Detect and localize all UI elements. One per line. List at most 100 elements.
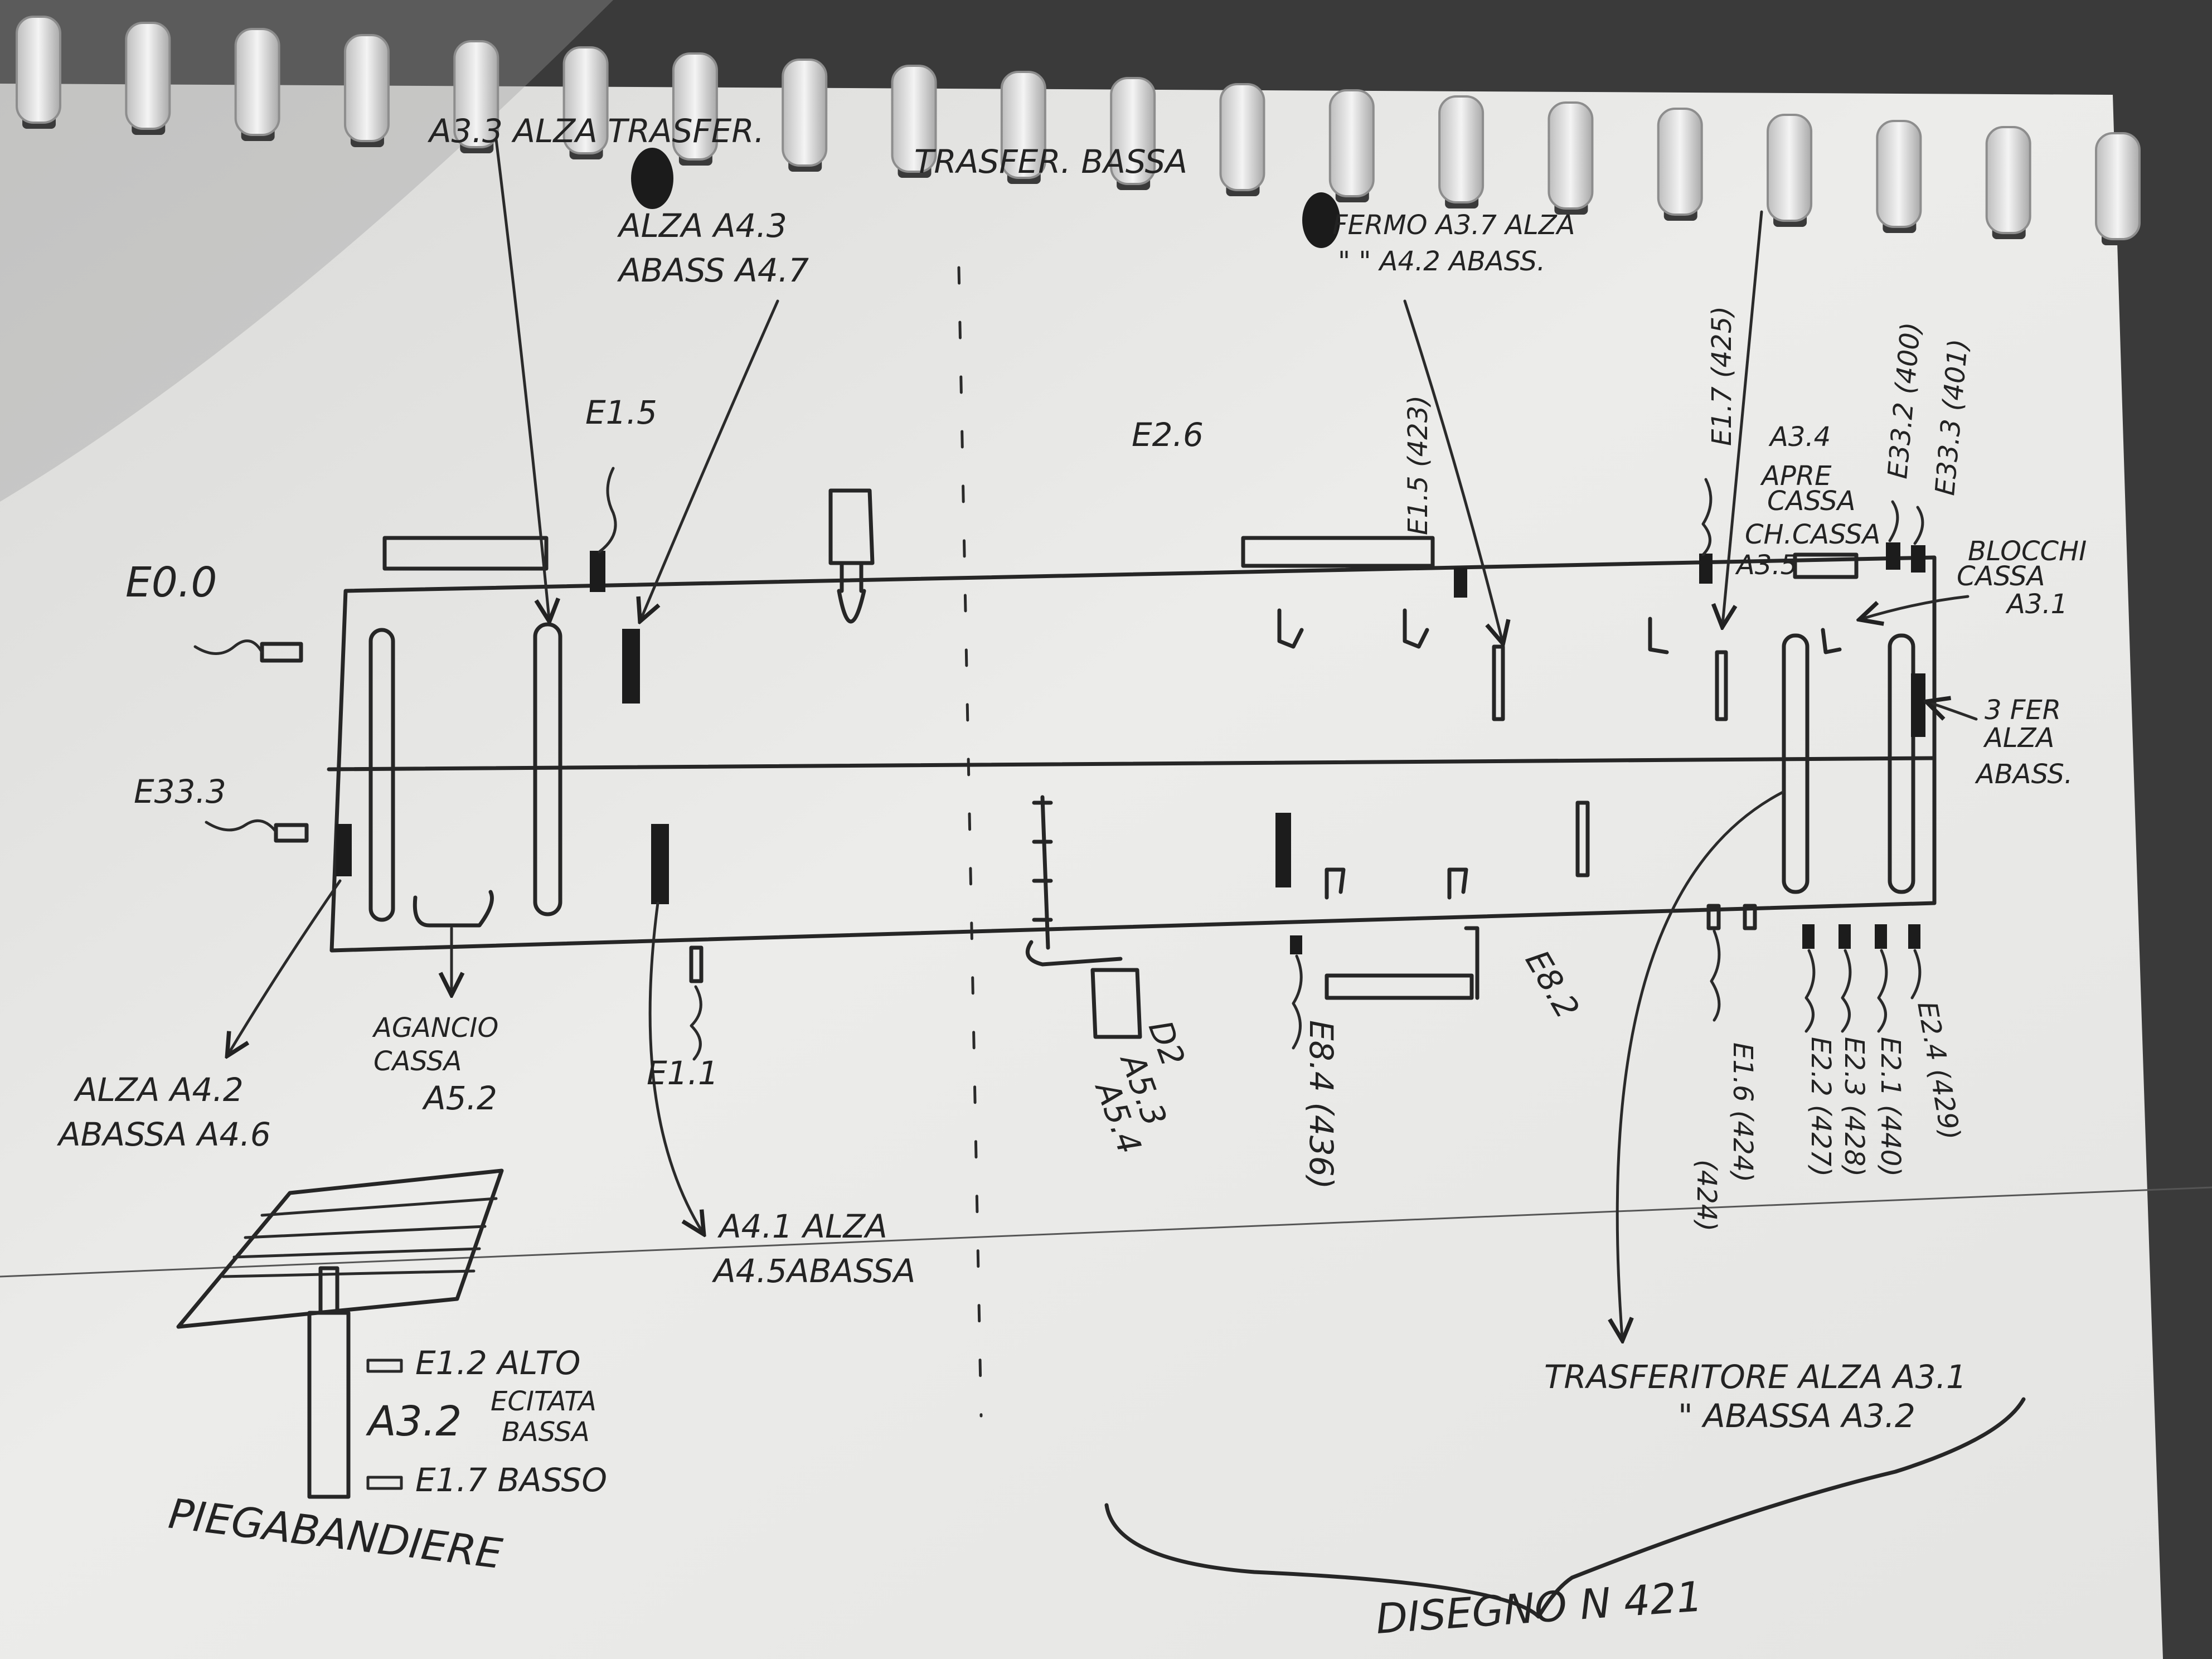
spiral-binding: [16, 16, 2141, 245]
label-a41-alza: A4.1 ALZA: [717, 1207, 887, 1245]
label-bassa: BASSA: [502, 1417, 590, 1448]
e333-sensor: [1911, 545, 1925, 573]
label-e26: E2.6: [1132, 416, 1204, 454]
label-blocchi: BLOCCHI: [1968, 536, 2087, 567]
e16-sensor: [1706, 904, 1721, 930]
e23-sensor: [1839, 924, 1851, 949]
binding-ring: [125, 22, 171, 130]
wire: [1913, 506, 1924, 545]
binding-ring: [782, 59, 828, 167]
wire: [205, 819, 278, 833]
d2-chain: [1032, 795, 1053, 950]
wire: [193, 639, 264, 655]
binding-ring: [2095, 132, 2141, 240]
binding-ring: [1219, 83, 1265, 191]
e84-sensor: [1290, 935, 1302, 954]
label-e17-425: E1.7 (425): [1706, 306, 1738, 446]
label-top-a33: A3.3 ALZA TRASFER.: [427, 112, 764, 150]
binding-ring: [1548, 101, 1594, 210]
binding-ring: [672, 52, 718, 161]
arrow-e17: [1723, 210, 1763, 624]
sensor-bar: [1275, 813, 1291, 887]
binding-ring: [1876, 120, 1922, 228]
hook: [1325, 867, 1346, 900]
ink-dot: [1302, 192, 1340, 248]
flag-line: [260, 1197, 498, 1217]
label-a32: A3.2: [366, 1398, 462, 1445]
label-abassa-a46: ABASSA A4.6: [56, 1115, 271, 1153]
arrow-trasferitore: [1617, 790, 1786, 1338]
label-fermo-a42: " " A4.2 ABASS.: [1338, 246, 1545, 277]
bottom-cylinder: [1325, 973, 1474, 1000]
binding-ring: [1438, 95, 1485, 203]
binding-ring: [234, 28, 280, 136]
flag-cylinder: [307, 1311, 351, 1499]
binding-ring: [1657, 108, 1703, 216]
sensor-bar: [651, 824, 669, 904]
e17-sensor: [1699, 554, 1713, 584]
binding-ring: [16, 16, 61, 124]
paper-page: [0, 84, 2163, 1659]
label-e23: E2.3 (428): [1839, 1037, 1870, 1177]
label-agancio: AGANCIO: [372, 1012, 498, 1044]
label-e00: E0.0: [125, 559, 217, 607]
curly-brace: [1104, 1397, 2026, 1619]
label-trasferitore-abassa: " ABASSA A3.2: [1678, 1397, 1915, 1435]
d2-box: [1090, 968, 1142, 1039]
label-alza-a43: ALZA A4.3: [617, 207, 787, 245]
wire: [690, 985, 702, 1061]
wire: [598, 467, 617, 554]
label-e17-basso: E1.7 BASSO: [415, 1461, 607, 1499]
binding-ring: [1767, 114, 1813, 222]
label-a52: A5.2: [421, 1079, 497, 1117]
d2-link: [1025, 940, 1123, 967]
e17-basso-sensor: [366, 1476, 403, 1490]
e24-sensor: [1908, 924, 1920, 949]
label-alza-a42: ALZA A4.2: [73, 1071, 244, 1109]
rail-right-2: [1888, 633, 1915, 894]
conveyor-centerline: [327, 756, 1937, 772]
rail-right-1: [1782, 633, 1810, 894]
label-agancio-cassa: CASSA: [373, 1046, 462, 1077]
label-fer3: 3 FER: [1985, 695, 2061, 726]
sensor-bar: [1911, 673, 1925, 737]
label-ecitata: ECITATA: [491, 1386, 596, 1417]
wire: [1910, 949, 1922, 1000]
label-fermo-a37: FERMO A3.7 ALZA: [1332, 210, 1575, 241]
binding-ring: [1328, 89, 1375, 197]
wire: [1701, 478, 1713, 556]
annotations: A3.3 ALZA TRASFER. TRASFER. BASSA ALZA A…: [56, 112, 2087, 1643]
wire: [1804, 949, 1816, 1033]
binding-ring: [562, 46, 609, 154]
label-fer-abass: ABASS.: [1975, 759, 2073, 790]
flag-plate: [176, 1168, 504, 1329]
e21-sensor: [1875, 924, 1887, 949]
arrow-alza-a42: [229, 879, 342, 1054]
wire: [1877, 949, 1888, 1033]
label-e333-left: E33.3: [134, 773, 226, 811]
e332-sensor: [1886, 542, 1900, 570]
label-e22: E2.2 (427): [1805, 1037, 1836, 1177]
binding-ring: [1000, 71, 1046, 179]
e16b-sensor: [1743, 904, 1757, 930]
piegabandiere-sketch: [176, 1168, 504, 1499]
flag-line: [232, 1247, 481, 1259]
label-a34: A3.4: [1768, 421, 1831, 453]
label-e12-alto: E1.2 ALTO: [415, 1344, 580, 1382]
lamp-top: [828, 488, 875, 624]
e12-sensor: [366, 1359, 403, 1373]
binding-ring: [1985, 126, 2031, 234]
rail-left: [368, 628, 395, 922]
label-e21: E2.1 (440): [1875, 1037, 1906, 1177]
arrow-a33: [494, 138, 549, 619]
label-ch-cassa: CH.CASSA: [1745, 519, 1880, 550]
ch-cassa-cylinder: [1793, 552, 1859, 579]
bottom-cylinder-post: [1464, 926, 1479, 1000]
e11-sensor: [689, 945, 704, 983]
label-e15-423: E1.5 (423): [1403, 395, 1434, 535]
hook: [1403, 608, 1429, 649]
label-blocchi-cassa: CASSA: [1957, 561, 2045, 592]
arrow-a43: [641, 299, 779, 619]
